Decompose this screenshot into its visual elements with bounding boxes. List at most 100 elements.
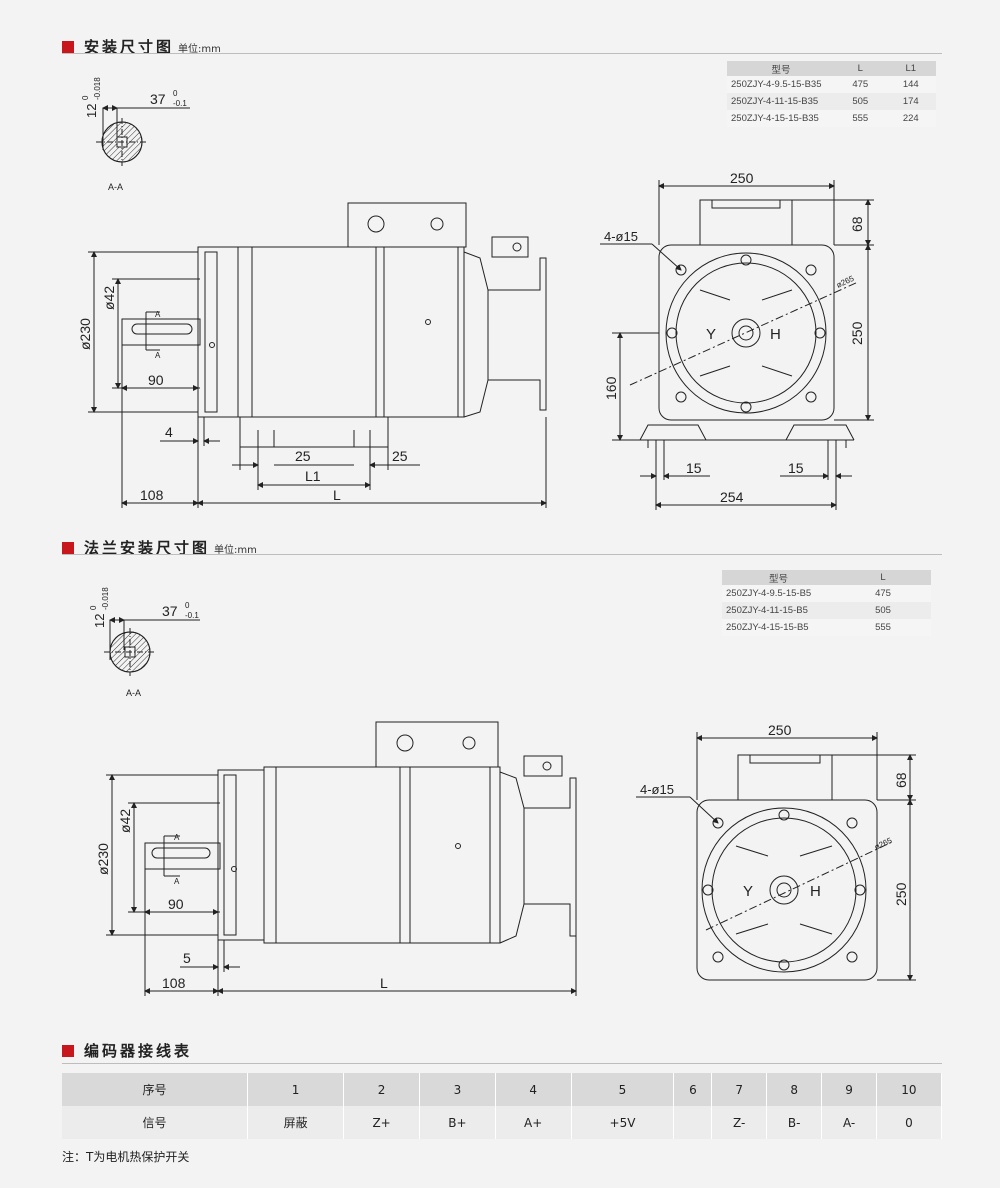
- cell-l: 505: [835, 93, 886, 110]
- table-row: 250ZJY-4-9.5-15-B5 475: [722, 585, 931, 602]
- col-model: 型号: [727, 61, 835, 76]
- label-d42-1: ø42: [101, 286, 117, 310]
- cell-l1: 174: [885, 93, 936, 110]
- cell-l: 475: [835, 76, 886, 93]
- cell-signal: 0: [876, 1106, 943, 1139]
- red-square-icon: [62, 542, 74, 554]
- cell-pin: 5: [571, 1073, 675, 1106]
- label-d42-2: ø42: [117, 809, 133, 833]
- table-header-row: 型号 L L1: [727, 61, 936, 76]
- section-divider: [62, 554, 942, 555]
- front-dims-1: [600, 180, 874, 510]
- label-l-1: L: [333, 487, 341, 503]
- label-key-h-tol-top-1: 0: [173, 89, 178, 98]
- label-d230-1: ø230: [77, 318, 93, 350]
- cell-signal: A-: [821, 1106, 877, 1139]
- label-a-top-1: A: [155, 310, 161, 319]
- cell-pin: 1: [247, 1073, 345, 1106]
- cell-signal: Z+: [343, 1106, 420, 1139]
- table-row: 信号 屏蔽 Z+ B+ A+ +5V Z- B- A- 0: [62, 1106, 943, 1139]
- section-aa-1: [96, 105, 190, 166]
- label-key-h-tol-top-2: 0: [185, 601, 190, 610]
- label-y-1: Y: [706, 326, 716, 343]
- col-l: L: [835, 570, 931, 585]
- cell-pin: 3: [419, 1073, 496, 1106]
- section-title-text: 法兰安装尺寸图: [84, 539, 211, 557]
- motor-front-view-2: [696, 754, 893, 981]
- label-h-2: H: [810, 883, 821, 900]
- label-d265-2: ø265: [873, 836, 894, 852]
- label-key-h-2: 37: [162, 603, 178, 619]
- label-d90-1: 90: [148, 372, 164, 388]
- label-aa-1: A-A: [108, 182, 123, 192]
- section-unit: 单位:mm: [214, 545, 257, 556]
- label-d108-1: 108: [140, 487, 164, 503]
- cell-l1: 224: [885, 110, 936, 127]
- table-row: 序号 1 2 3 4 5 6 7 8 9 10: [62, 1073, 943, 1106]
- cell-l1: 144: [885, 76, 936, 93]
- label-a-bot-2: A: [174, 877, 180, 886]
- cell-signal: +5V: [571, 1106, 675, 1139]
- cell-pin: 9: [821, 1073, 877, 1106]
- cell-model: 250ZJY-4-9.5-15-B5: [722, 585, 835, 602]
- label-key-tol-bot-2: -0.018: [101, 587, 110, 610]
- col-l1: L1: [885, 61, 936, 76]
- col-model: 型号: [722, 570, 835, 585]
- table-row: 250ZJY-4-11-15-B35 505 174: [727, 93, 936, 110]
- cell-model: 250ZJY-4-11-15-B35: [727, 93, 835, 110]
- label-l1: L1: [305, 468, 321, 484]
- red-square-icon: [62, 41, 74, 53]
- label-key-tol-top-2: 0: [89, 605, 98, 610]
- table-header-row: 型号 L: [722, 570, 931, 585]
- label-d4: 4: [165, 424, 173, 440]
- label-key-h-1: 37: [150, 91, 166, 107]
- cell-pin: 10: [876, 1073, 943, 1106]
- label-l-2: L: [380, 975, 388, 991]
- table-row: 250ZJY-4-15-15-B5 555: [722, 619, 931, 636]
- cell-header: 序号: [62, 1073, 248, 1106]
- label-d250-side-2: 250: [893, 882, 909, 906]
- cell-model: 250ZJY-4-9.5-15-B35: [727, 76, 835, 93]
- section-aa-2: [104, 617, 200, 676]
- label-d90-2: 90: [168, 896, 184, 912]
- section-title-text: 编码器接线表: [84, 1042, 193, 1060]
- section-title-encoder: 编码器接线表: [62, 1040, 192, 1061]
- label-aa-2: A-A: [126, 688, 141, 698]
- cell-l: 555: [835, 110, 886, 127]
- encoder-wiring-table: 序号 1 2 3 4 5 6 7 8 9 10 信号 屏蔽 Z+ B+ A+ +…: [62, 1073, 943, 1139]
- label-d25-b: 25: [392, 448, 408, 464]
- table-row: 250ZJY-4-15-15-B35 555 224: [727, 110, 936, 127]
- cell-pin: 7: [711, 1073, 767, 1106]
- motor-side-view-1: [121, 202, 547, 448]
- cell-model: 250ZJY-4-15-15-B5: [722, 619, 835, 636]
- cell-model: 250ZJY-4-11-15-B5: [722, 602, 835, 619]
- label-d254: 254: [720, 489, 744, 505]
- table-row: 250ZJY-4-11-15-B5 505: [722, 602, 931, 619]
- red-square-icon: [62, 1045, 74, 1057]
- cell-l: 475: [835, 585, 931, 602]
- table-row: 250ZJY-4-9.5-15-B35 475 144: [727, 76, 936, 93]
- cell-pin: 6: [673, 1073, 713, 1106]
- label-h-1: H: [770, 326, 781, 343]
- label-d250-side-1: 250: [849, 321, 865, 345]
- label-a-top-2: A: [174, 833, 180, 842]
- label-d250-top-1: 250: [730, 170, 754, 186]
- front-dims-2: [636, 732, 916, 981]
- spec-table-b5: 型号 L 250ZJY-4-9.5-15-B5 475 250ZJY-4-11-…: [722, 570, 931, 636]
- technical-drawings: A-A 37 0 -0.1 12 0 -0.018 ø230 ø42 90 4 …: [77, 77, 916, 996]
- col-l: L: [835, 61, 886, 76]
- section-title-text: 安装尺寸图: [84, 38, 175, 56]
- cell-l: 505: [835, 602, 931, 619]
- section-divider: [62, 1063, 942, 1064]
- cell-pin: 4: [495, 1073, 572, 1106]
- label-d68-1: 68: [849, 216, 865, 232]
- label-key-w-1: 12: [84, 104, 99, 118]
- cell-pin: 2: [343, 1073, 420, 1106]
- label-key-w-2: 12: [92, 614, 107, 628]
- label-d230-2: ø230: [95, 843, 111, 875]
- cell-signal: [673, 1106, 713, 1139]
- spec-table-b35: 型号 L L1 250ZJY-4-9.5-15-B35 475 144 250Z…: [727, 61, 936, 127]
- section-title-mounting: 安装尺寸图 单位:mm: [62, 36, 221, 57]
- label-key-tol-bot-1: -0.018: [93, 77, 102, 100]
- section-unit: 单位:mm: [178, 44, 221, 55]
